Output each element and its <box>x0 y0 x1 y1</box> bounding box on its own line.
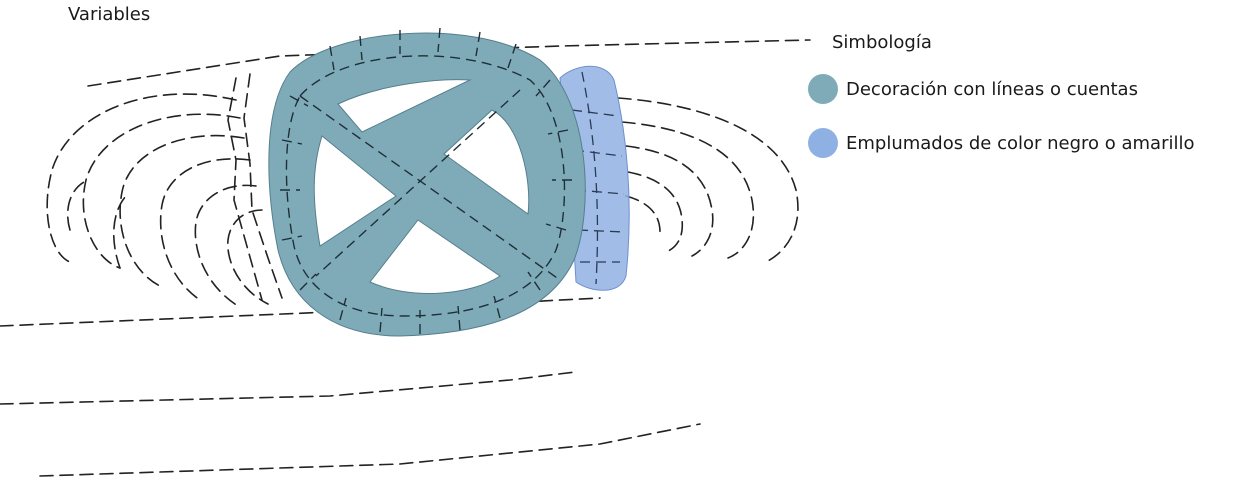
left-strap <box>227 77 263 301</box>
legend-title: Simbología <box>832 32 932 53</box>
top-dashed-line <box>87 39 811 87</box>
left-plume-8 <box>66 181 85 231</box>
right-plume-5 <box>625 195 661 233</box>
legend-item-emplumados: Emplumados de color negro o amarillo <box>808 128 1195 158</box>
left-plume-4 <box>159 158 251 301</box>
lower-dashed-line-3 <box>39 423 701 477</box>
feather-band-line-2 <box>571 109 625 263</box>
feather-band-line-1 <box>581 71 599 285</box>
left-plume-1 <box>46 93 237 263</box>
right-plume-3 <box>625 145 714 257</box>
left-plume-6 <box>227 209 269 305</box>
decorated-ring <box>268 32 586 337</box>
legend-label: Decoración con líneas o cuentas <box>846 78 1138 100</box>
ring-cross-line-2 <box>315 89 521 277</box>
ring-ticks <box>280 27 572 334</box>
lower-dashed-line-2 <box>0 371 576 405</box>
right-plume-1 <box>617 97 799 263</box>
legend-label: Emplumados de color negro o amarillo <box>846 132 1195 154</box>
right-plume-4 <box>627 171 684 253</box>
right-plume-2 <box>621 121 755 259</box>
left-plume-3 <box>119 134 245 287</box>
left-plume-5 <box>194 184 257 307</box>
ring-inner-line <box>285 55 566 317</box>
diagram-title: Variables <box>68 4 151 25</box>
left-plume-2 <box>82 113 241 269</box>
left-plume-7 <box>112 195 127 269</box>
legend-swatch-blue <box>808 128 838 158</box>
ring-cross-line-1 <box>299 95 561 281</box>
legend-swatch-teal <box>808 74 838 104</box>
legend-item-decoracion: Decoración con líneas o cuentas <box>808 74 1138 104</box>
